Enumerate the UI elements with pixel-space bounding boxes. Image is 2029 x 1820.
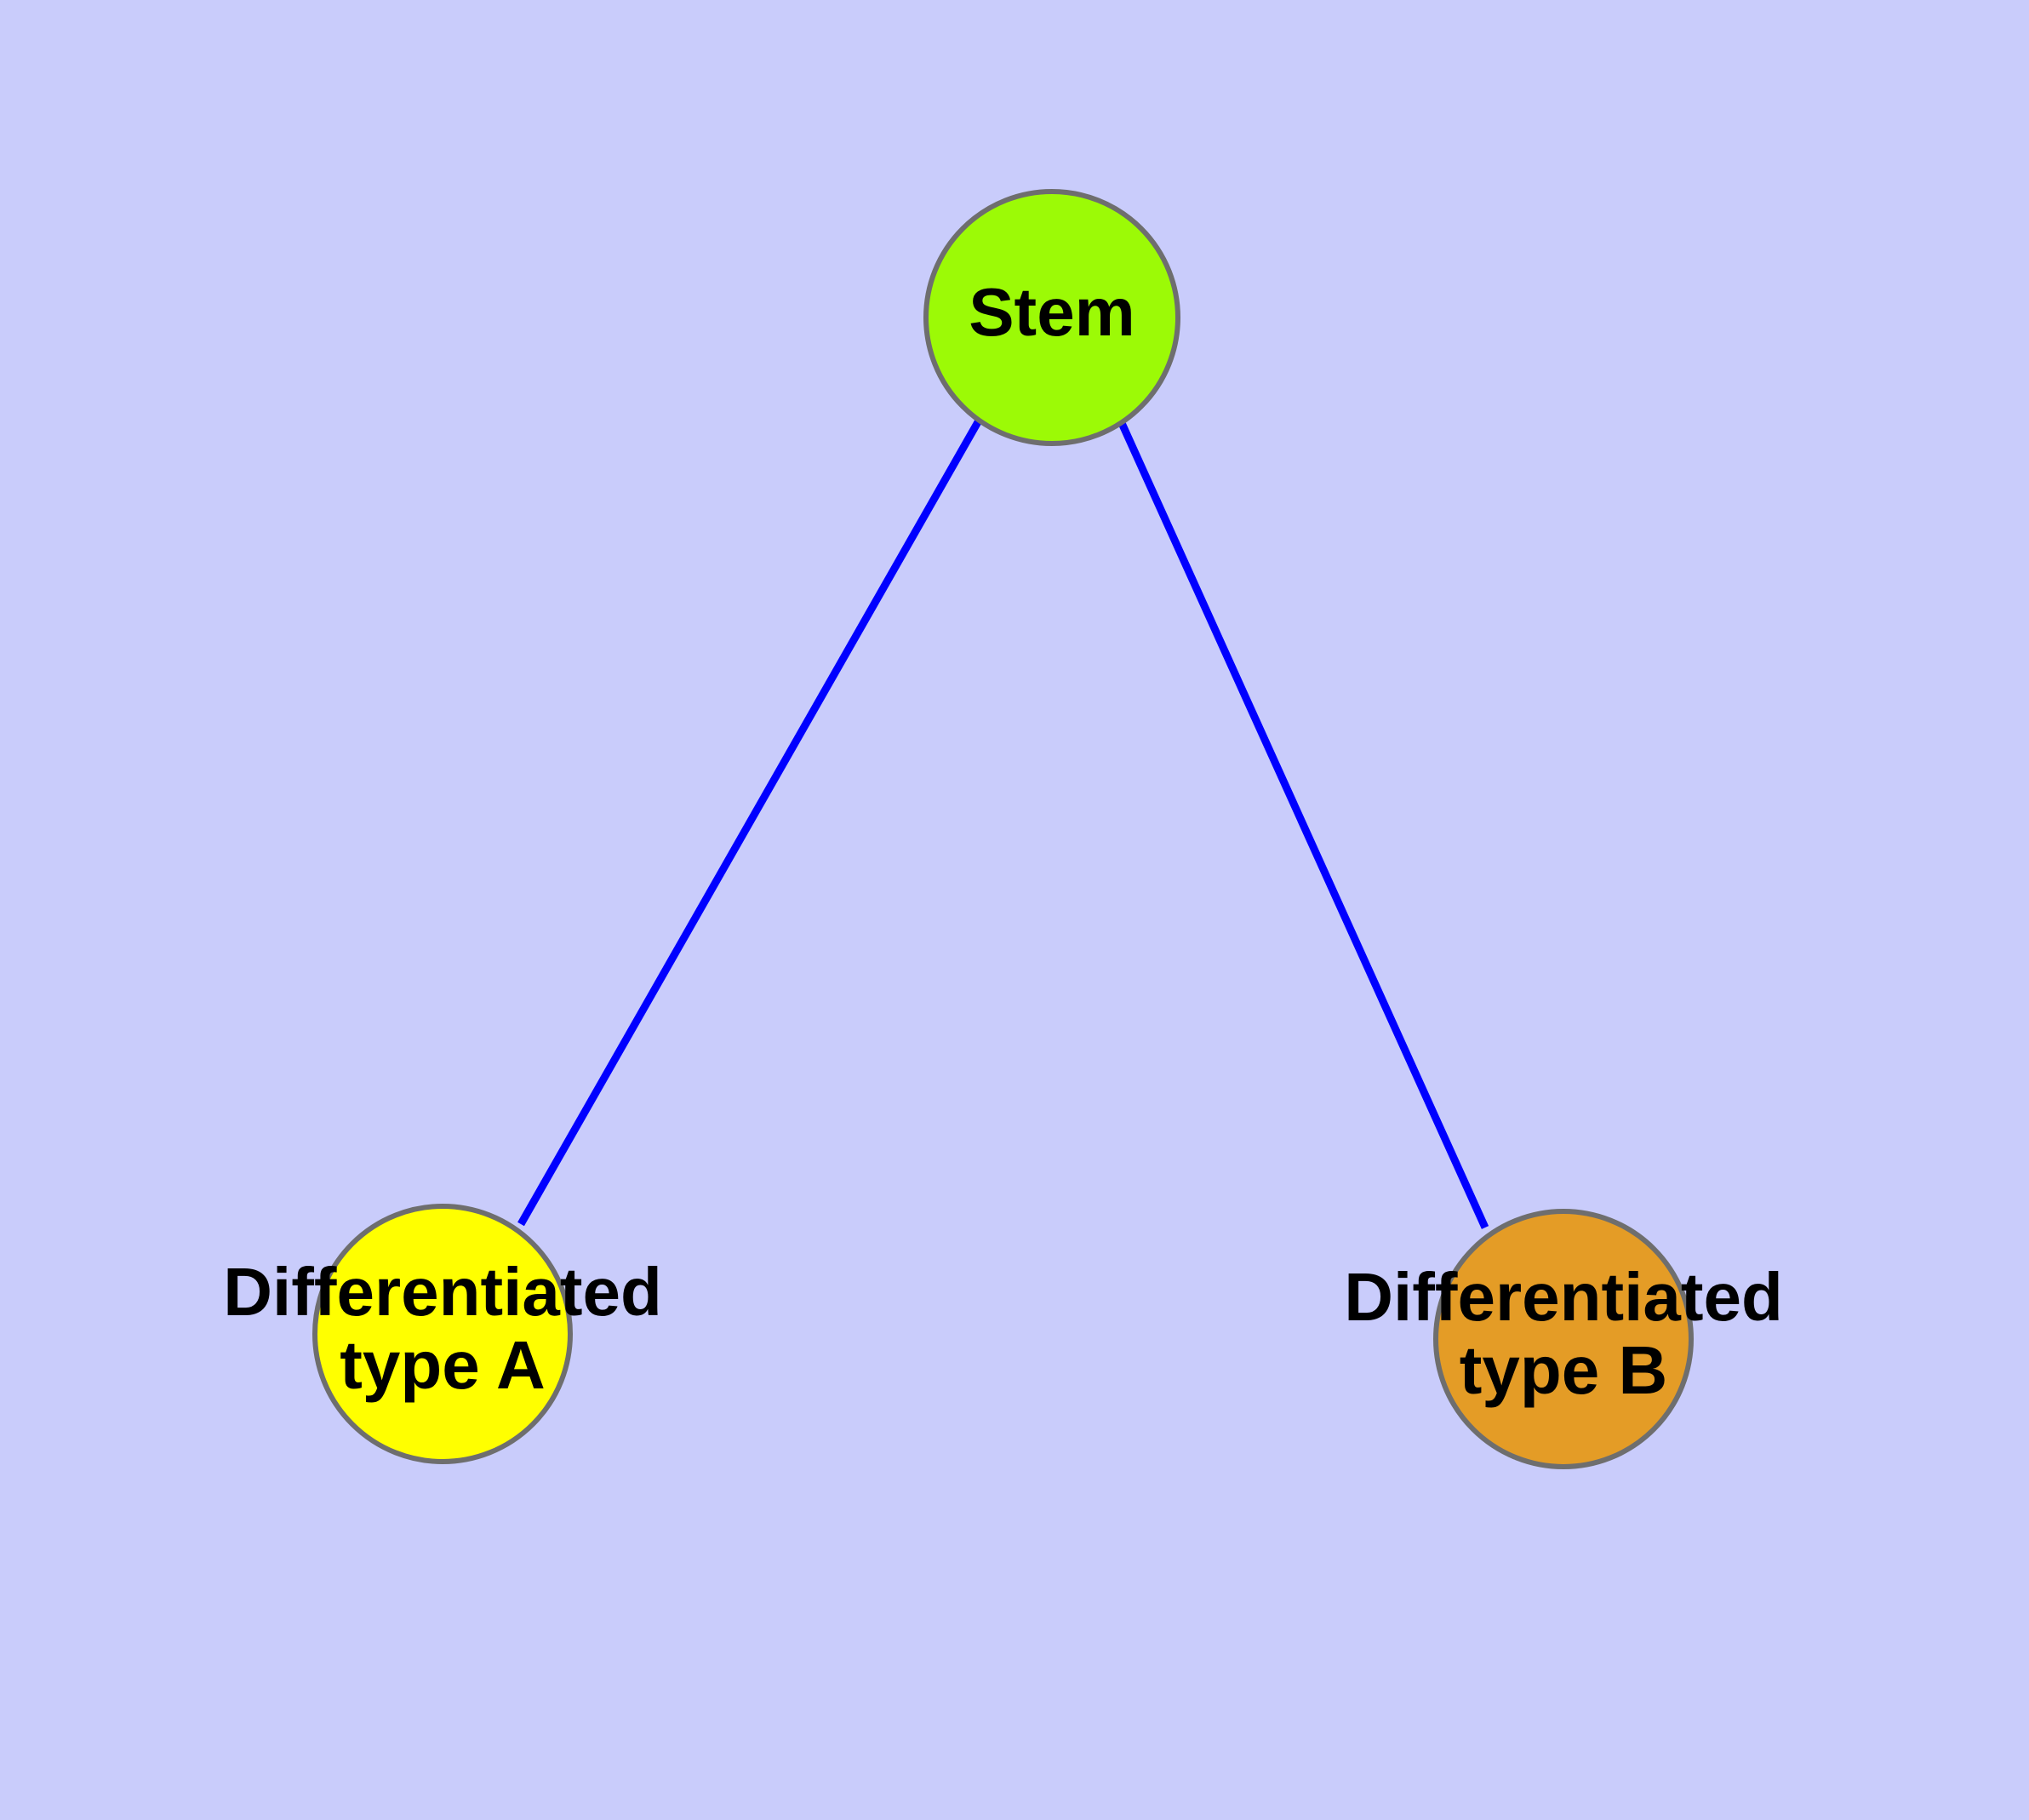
edge-stem-to-diff-b — [1117, 421, 1489, 1229]
node-layer — [312, 189, 1694, 1469]
node-label-line: Differentiated — [1344, 1259, 1783, 1335]
node-diff-b[interactable] — [1433, 1209, 1694, 1469]
edge-layer — [517, 418, 1489, 1229]
node-label-line: Stem — [969, 274, 1135, 350]
node-label-line: type A — [340, 1327, 546, 1403]
node-label-stem: Stem — [969, 274, 1135, 350]
node-label-line: Differentiated — [223, 1254, 662, 1330]
node-diff-a[interactable] — [312, 1204, 573, 1464]
node-label-line: type B — [1460, 1332, 1668, 1408]
node-stem[interactable] — [923, 189, 1180, 446]
edge-stem-to-diff-a — [517, 418, 982, 1227]
